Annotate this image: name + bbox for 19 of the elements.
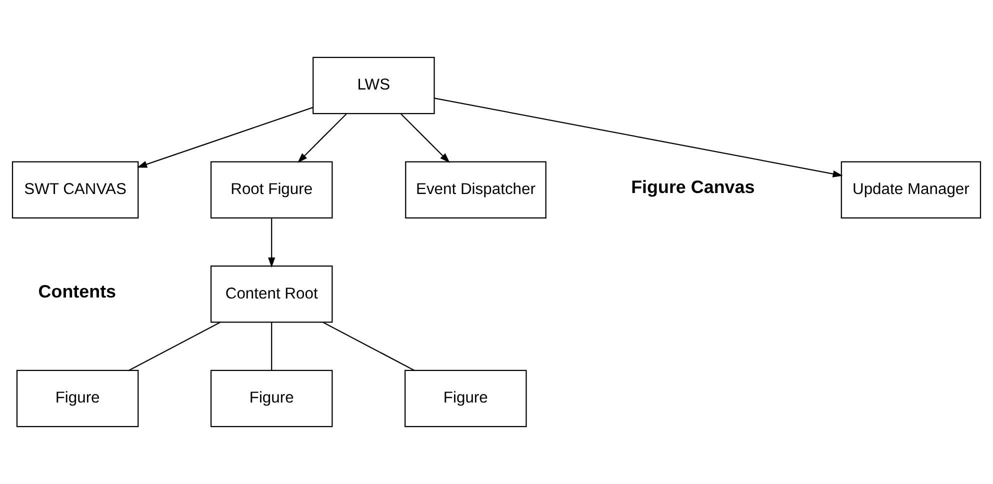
arrow — [297, 114, 347, 163]
node-box: Figure — [16, 370, 139, 428]
connector — [128, 322, 220, 371]
node-box: SWT CANVAS — [12, 161, 139, 218]
arrow — [434, 98, 843, 178]
label: Figure Canvas — [631, 176, 755, 197]
arrow — [268, 218, 276, 268]
arrow — [136, 106, 314, 168]
node-box: Root Figure — [210, 161, 333, 218]
node-box: Event Dispatcher — [405, 161, 546, 218]
label: Contents — [38, 281, 116, 302]
arrow — [400, 114, 450, 163]
node-box: LWS — [312, 56, 435, 114]
node-box: Update Manager — [840, 161, 982, 218]
connector — [271, 322, 272, 370]
node-box: Content Root — [210, 266, 333, 323]
connector — [322, 322, 415, 371]
node-box: Figure — [210, 370, 333, 428]
node-box: Figure — [404, 370, 527, 428]
